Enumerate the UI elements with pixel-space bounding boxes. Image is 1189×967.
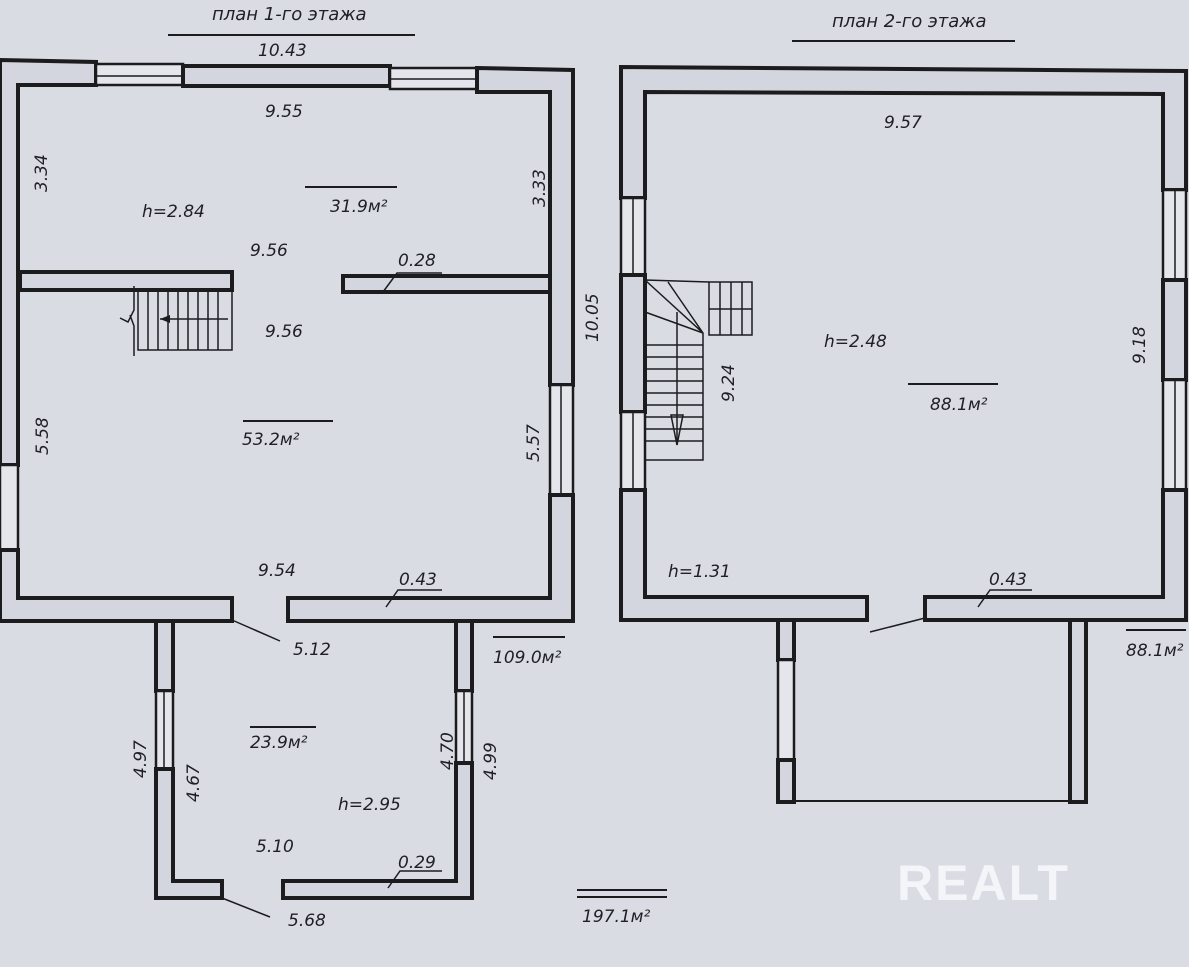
floor2-height: h=2.48 (824, 332, 887, 352)
wall (619, 488, 869, 622)
wall (286, 493, 575, 623)
porch-dim-right-inner: 4.70 (438, 732, 458, 770)
dim-right-lower: 5.57 (524, 424, 544, 462)
floor2-dim-top: 9.57 (884, 113, 922, 133)
room-lower-area: 53.2м² (242, 430, 300, 450)
floor1-height: h=2.84 (142, 202, 205, 222)
wall (923, 488, 1188, 622)
room-upper-area: 31.9м² (330, 197, 388, 217)
partition-wall (341, 274, 552, 294)
floor2-area: 88.1м² (930, 395, 988, 415)
dim-door: 5.12 (293, 640, 331, 660)
grand-total-area: 197.1м² (582, 907, 650, 927)
floor1-total-area: 109.0м² (493, 648, 561, 668)
porch-dim-left-outer: 4.97 (131, 740, 151, 778)
floor2-dim-wall: 0.43 (989, 570, 1027, 590)
window (94, 62, 185, 87)
porch-dim-bottom-outer: 5.68 (288, 911, 326, 931)
wall (475, 65, 575, 387)
floor1-plan: план 1-го этажа (0, 4, 667, 931)
dim-left-upper: 3.34 (32, 154, 52, 192)
dim-mid2: 9.56 (265, 322, 303, 342)
wall (0, 548, 234, 623)
stairs (644, 279, 753, 461)
porch-dim-right-outer: 4.99 (481, 742, 501, 780)
wall (1161, 278, 1188, 382)
wall (454, 619, 474, 693)
dim-right-outer: 10.05 (583, 293, 603, 342)
wall (281, 761, 474, 900)
leader-line (231, 619, 281, 642)
wall (154, 767, 224, 900)
leader-line (387, 870, 442, 889)
floor2-dim-left: 9.24 (719, 364, 739, 402)
dim-left-lower: 5.58 (33, 417, 53, 455)
floor1-title: план 1-го этажа (212, 4, 367, 25)
dim-top-inner: 9.55 (265, 102, 303, 122)
dim-partition: 0.28 (398, 251, 436, 271)
leader-line (869, 617, 926, 633)
floor2-dim-right: 9.18 (1130, 326, 1150, 364)
balcony (776, 618, 1088, 804)
floor2-height-low: h=1.31 (668, 562, 731, 582)
porch-height: h=2.95 (338, 795, 401, 815)
floor2-total-area: 88.1м² (1126, 641, 1184, 661)
floor2-plan: план 2-го этажа (619, 11, 1188, 804)
wall (181, 64, 392, 88)
dim-top-outer: 10.43 (258, 41, 307, 61)
window (0, 463, 20, 552)
leader-line (385, 589, 442, 608)
leader-line (977, 589, 1032, 608)
porch-dim-bottom-inner: 5.10 (256, 837, 294, 857)
wall (619, 273, 647, 414)
porch-area: 23.9м² (250, 733, 308, 753)
porch-dim-wall: 0.29 (398, 853, 436, 873)
partition-wall (18, 270, 234, 292)
porch-plan (154, 619, 474, 900)
dim-right-upper: 3.33 (530, 169, 550, 207)
wall (0, 57, 98, 467)
wall (154, 619, 175, 693)
floor2-title: план 2-го этажа (832, 11, 987, 32)
leader-line (221, 897, 271, 918)
porch-dim-left-inner: 4.67 (184, 764, 204, 802)
realt-watermark-logo: REALT (897, 855, 1070, 911)
dim-bottom-inner: 9.54 (258, 561, 296, 581)
dim-mid1: 9.56 (250, 241, 288, 261)
dim-wall-thickness: 0.43 (399, 570, 437, 590)
leader-line (382, 272, 442, 293)
stairs (119, 286, 233, 356)
